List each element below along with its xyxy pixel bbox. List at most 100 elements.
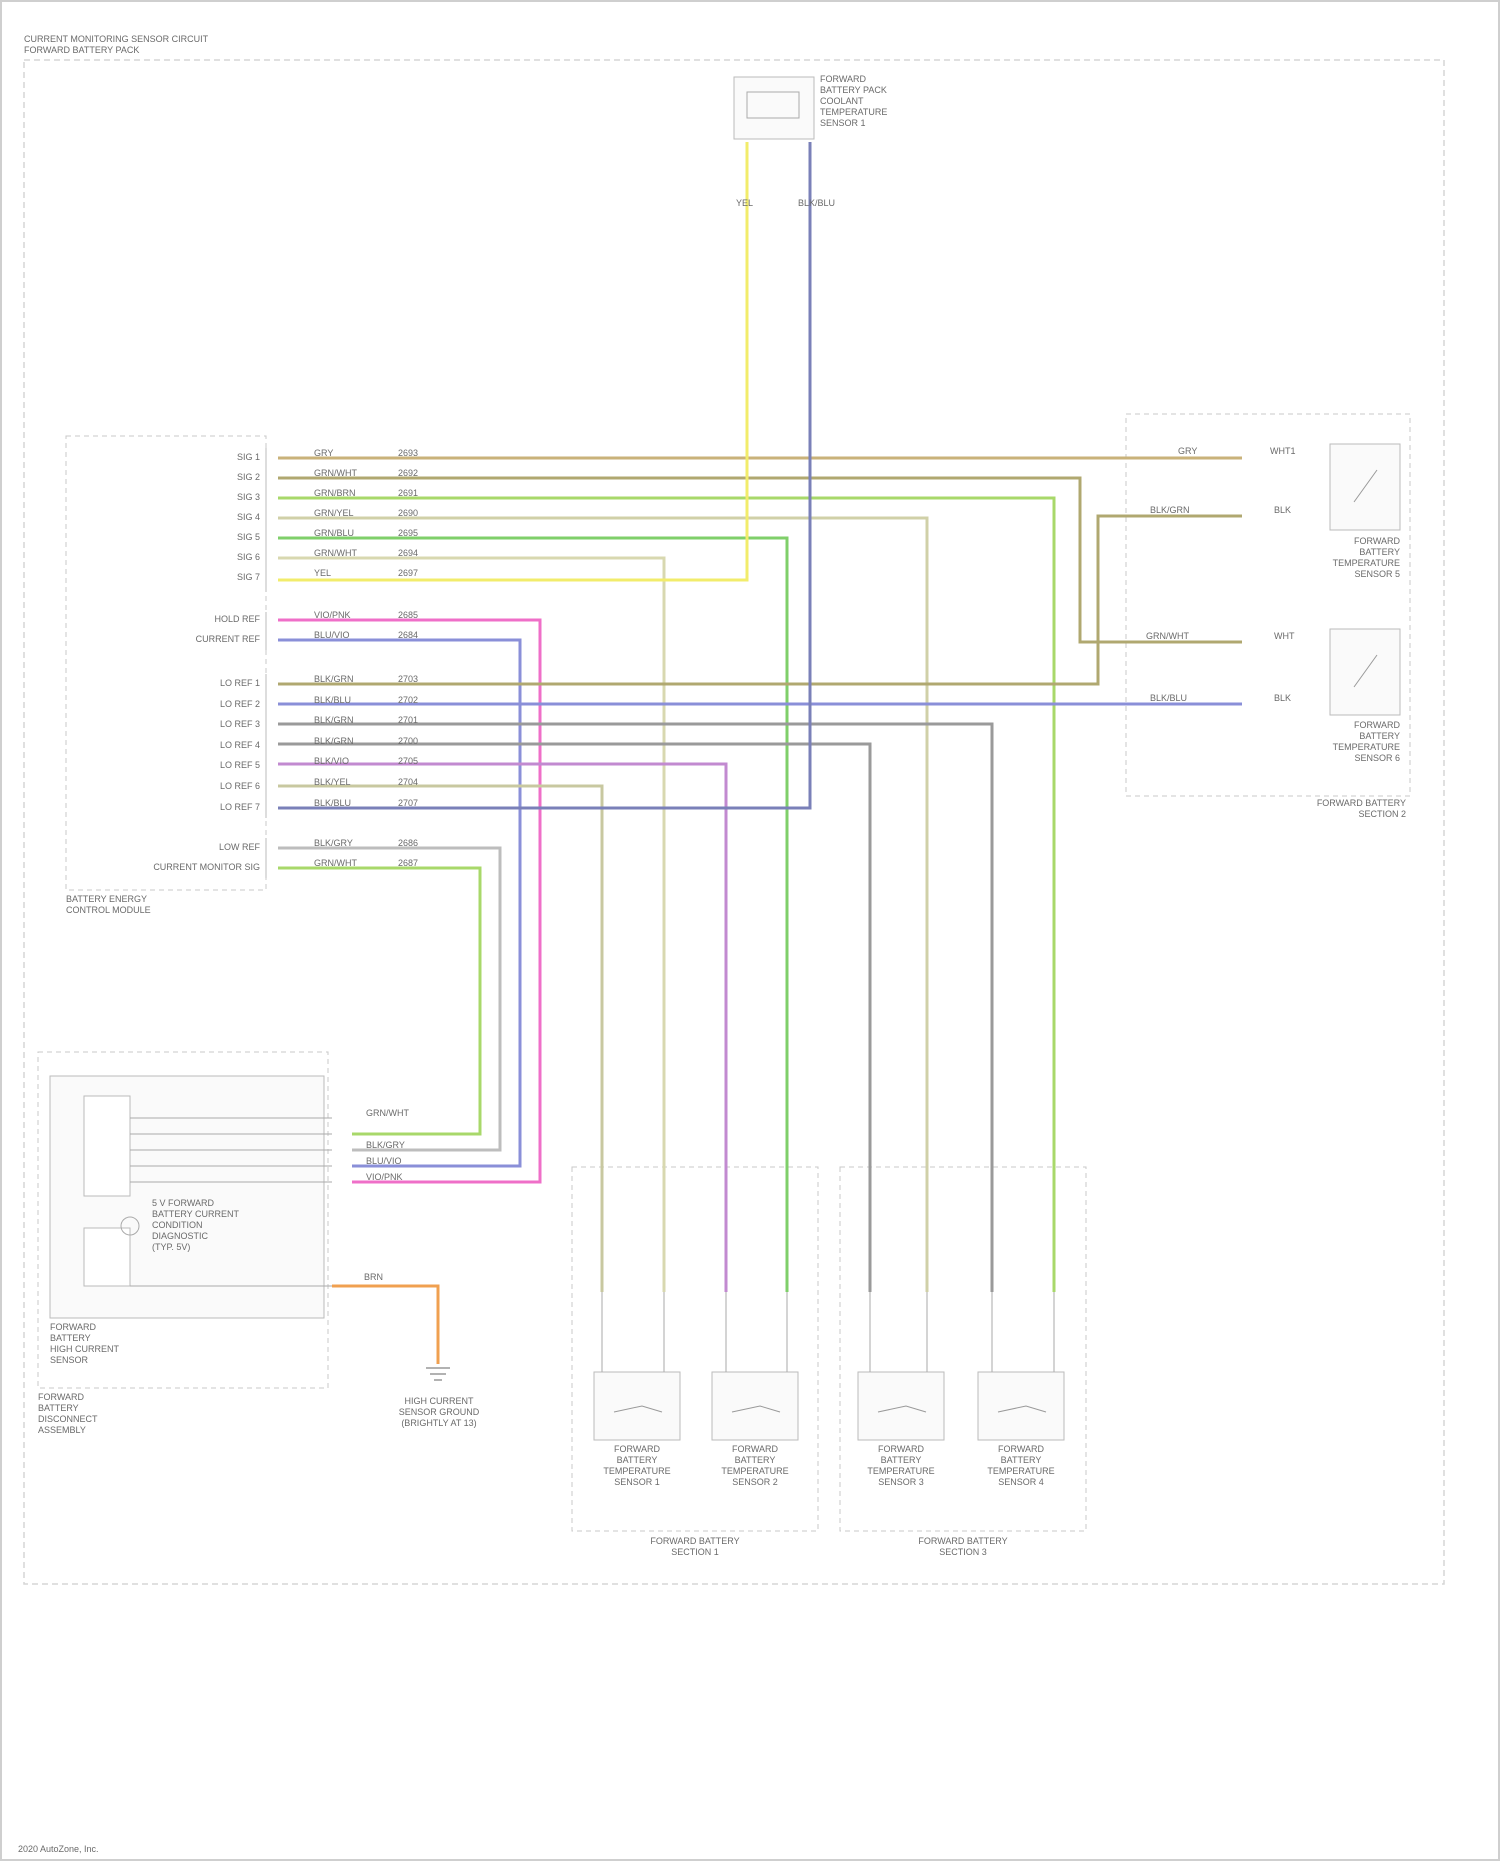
s2-m1-ref-pin: BLK xyxy=(1274,505,1291,516)
wire-sig5 xyxy=(278,538,787,1292)
wire-color-label: GRN/BRN xyxy=(314,488,356,499)
sec3-sensor2-label: FORWARD BATTERY TEMPERATURE SENSOR 4 xyxy=(971,1444,1071,1488)
sec3-sensor1-label: FORWARD BATTERY TEMPERATURE SENSOR 3 xyxy=(851,1444,951,1488)
wire-ground xyxy=(332,1286,438,1364)
ground-symbol xyxy=(426,1368,450,1380)
circuit-id-label: 2703 xyxy=(398,674,418,685)
bec-pin-label: LOW REF xyxy=(120,842,260,853)
cs-wire-2: BLK/GRY xyxy=(366,1140,405,1151)
bec-pin-label: LO REF 7 xyxy=(120,802,260,813)
circuit-id-label: 2693 xyxy=(398,448,418,459)
sensor-leads xyxy=(602,1292,1054,1372)
section2-module2-label: FORWARD BATTERY TEMPERATURE SENSOR 6 xyxy=(1320,720,1400,764)
circuit-id-label: 2692 xyxy=(398,468,418,479)
bec-pin-label: SIG 1 xyxy=(120,452,260,463)
coolant-ref-wire-label: BLK/BLU xyxy=(798,198,835,209)
circuit-id-label: 2685 xyxy=(398,610,418,621)
circuit-id-label: 2702 xyxy=(398,695,418,706)
sensor3-box xyxy=(858,1372,944,1440)
bec-module-label: BATTERY ENERGY CONTROL MODULE xyxy=(66,894,151,916)
cs-wire-4: VIO/PNK xyxy=(366,1172,403,1183)
current-sensor-label: FORWARD BATTERY HIGH CURRENT SENSOR xyxy=(50,1322,119,1366)
bec-pin-label: SIG 3 xyxy=(120,492,260,503)
circuit-id-label: 2697 xyxy=(398,568,418,579)
current-sensor-block xyxy=(84,1096,130,1196)
s2-m1-sig-wire: GRY xyxy=(1178,446,1197,457)
bec-pin-label: LO REF 2 xyxy=(120,699,260,710)
sig-wires xyxy=(278,142,1242,1292)
bec-pin-label: SIG 7 xyxy=(120,572,260,583)
circuit-id-label: 2705 xyxy=(398,756,418,767)
wire-color-label: GRN/WHT xyxy=(314,468,357,479)
bec-pin-label: HOLD REF xyxy=(120,614,260,625)
bec-pin-label: SIG 6 xyxy=(120,552,260,563)
s2-m1-sig-pin: WHT1 xyxy=(1270,446,1296,457)
outer-frame xyxy=(24,60,1444,1584)
footer-credit: 2020 AutoZone, Inc. xyxy=(18,1844,99,1855)
circuit-id-label: 2700 xyxy=(398,736,418,747)
section2-label: FORWARD BATTERY SECTION 2 xyxy=(1266,798,1406,820)
sec1-sensor2-label: FORWARD BATTERY TEMPERATURE SENSOR 2 xyxy=(705,1444,805,1488)
ground-wire-label: BRN xyxy=(364,1272,383,1283)
section1-label: FORWARD BATTERY SECTION 1 xyxy=(635,1536,755,1558)
circuit-id-label: 2686 xyxy=(398,838,418,849)
wire-color-label: GRN/WHT xyxy=(314,858,357,869)
sec1-sensor1-label: FORWARD BATTERY TEMPERATURE SENSOR 1 xyxy=(587,1444,687,1488)
bec-pin-label: LO REF 3 xyxy=(120,719,260,730)
wire-color-label: BLK/GRN xyxy=(314,715,354,726)
coolant-sensor-box xyxy=(734,77,814,139)
wire-color-label: BLK/YEL xyxy=(314,777,351,788)
bec-pin-label: LO REF 6 xyxy=(120,781,260,792)
wire-color-label: BLK/BLU xyxy=(314,798,351,809)
bec-pin-label: CURRENT REF xyxy=(120,634,260,645)
circuit-id-label: 2701 xyxy=(398,715,418,726)
s2-m2-ref-wire: BLK/BLU xyxy=(1150,693,1187,704)
bec-pin-label: SIG 2 xyxy=(120,472,260,483)
s2-m2-sig-wire: GRN/WHT xyxy=(1146,631,1189,642)
bec-pin-label: LO REF 5 xyxy=(120,760,260,771)
lo-ref-wires xyxy=(278,142,1242,1292)
s2-m2-sig-pin: WHT xyxy=(1274,631,1295,642)
wire-color-label: GRN/WHT xyxy=(314,548,357,559)
wire-color-label: BLK/GRN xyxy=(314,674,354,685)
cs-wire-1: GRN/WHT xyxy=(366,1108,409,1119)
circuit-id-label: 2690 xyxy=(398,508,418,519)
wire-lo-ref7 xyxy=(278,142,810,808)
current-sensor-diag-block xyxy=(84,1228,130,1286)
wire-color-label: BLK/BLU xyxy=(314,695,351,706)
disconnect-assembly-label: FORWARD BATTERY DISCONNECT ASSEMBLY xyxy=(38,1392,98,1436)
sensor1-box xyxy=(594,1372,680,1440)
wire-color-label: BLK/VIO xyxy=(314,756,349,767)
bec-pin-label: SIG 5 xyxy=(120,532,260,543)
wire-color-label: YEL xyxy=(314,568,331,579)
bec-pin-label: CURRENT MONITOR SIG xyxy=(120,862,260,873)
ground-label: HIGH CURRENT SENSOR GROUND (BRIGHTLY AT … xyxy=(374,1396,504,1429)
wire-lo-ref1 xyxy=(278,516,1242,684)
circuit-id-label: 2707 xyxy=(398,798,418,809)
circuit-id-label: 2704 xyxy=(398,777,418,788)
wire-color-label: BLK/GRY xyxy=(314,838,353,849)
wire-color-label: BLU/VIO xyxy=(314,630,350,641)
sensor4-box xyxy=(978,1372,1064,1440)
coolant-sensor-label: FORWARD BATTERY PACK COOLANT TEMPERATURE… xyxy=(820,74,887,129)
s2-m2-ref-pin: BLK xyxy=(1274,693,1291,704)
circuit-id-label: 2684 xyxy=(398,630,418,641)
circuit-id-label: 2687 xyxy=(398,858,418,869)
cs-wire-3: BLU/VIO xyxy=(366,1156,402,1167)
wire-color-label: GRN/YEL xyxy=(314,508,354,519)
wire-lo-ref4 xyxy=(278,744,870,1292)
wire-color-label: BLK/GRN xyxy=(314,736,354,747)
section2-module1-label: FORWARD BATTERY TEMPERATURE SENSOR 5 xyxy=(1320,536,1400,580)
bec-pin-label: LO REF 1 xyxy=(120,678,260,689)
section3-label: FORWARD BATTERY SECTION 3 xyxy=(903,1536,1023,1558)
bec-module-box xyxy=(66,436,266,890)
coolant-sig-wire-label: YEL xyxy=(736,198,753,209)
bec-pin-label: SIG 4 xyxy=(120,512,260,523)
wire-color-label: VIO/PNK xyxy=(314,610,351,621)
wire-color-label: GRN/BLU xyxy=(314,528,354,539)
bec-pin-label: LO REF 4 xyxy=(120,740,260,751)
circuit-id-label: 2695 xyxy=(398,528,418,539)
current-sensor-inner-label: 5 V FORWARD BATTERY CURRENT CONDITION DI… xyxy=(152,1198,239,1253)
circuit-id-label: 2694 xyxy=(398,548,418,559)
